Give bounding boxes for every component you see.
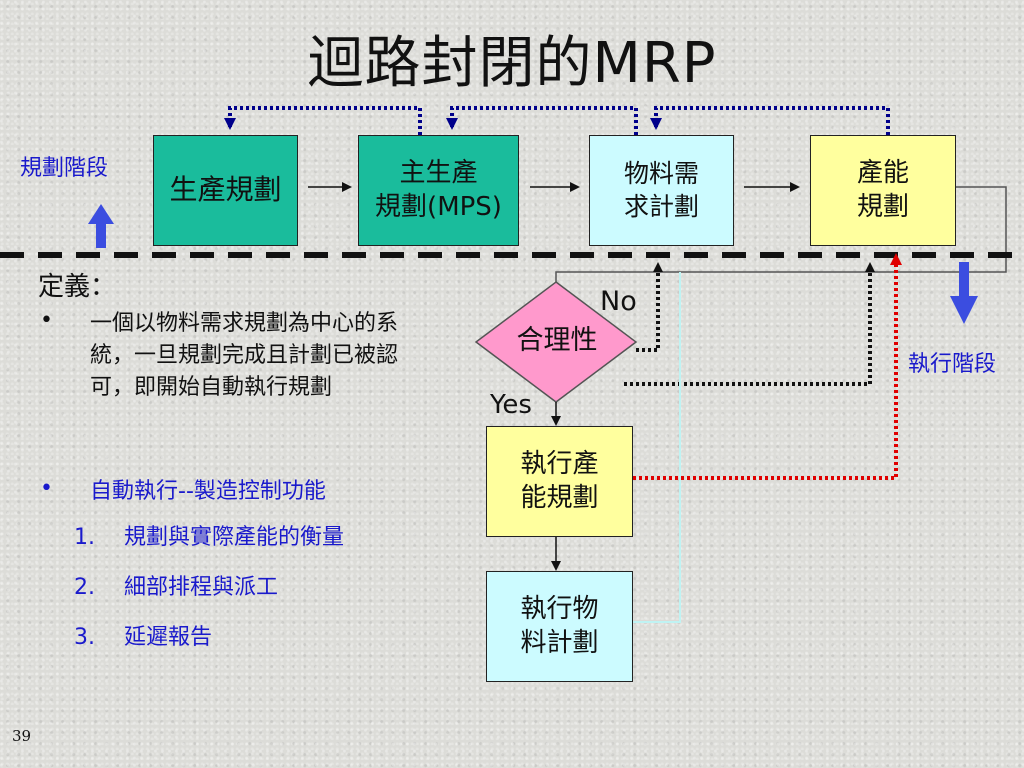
production-planning-box: 生產規劃: [153, 135, 298, 246]
no-feedback-arrow: [636, 262, 663, 352]
capacity-planning-box: 產能 規劃: [810, 135, 956, 246]
execution-down-arrow: [950, 262, 978, 324]
bullet-2-marker: •: [40, 476, 53, 501]
list-item: 2. 細部排程與派工: [74, 569, 278, 601]
feedback-arrow-mrp-to-mps: [446, 106, 638, 135]
list-item-text: 規劃與實際產能的衡量: [124, 525, 345, 550]
feedback-arrow-mps-to-prod: [224, 106, 422, 135]
exec-material-loop-line: [633, 272, 681, 623]
exec-capacity-label-line2: 能規劃: [520, 482, 599, 513]
execution-phase-label: 執行階段: [908, 352, 997, 377]
bullet-1-marker: •: [40, 308, 53, 333]
feedback-arrow-cap-to-mrp: [650, 106, 890, 135]
definition-bullet-2: 自動執行--製造控制功能: [90, 479, 326, 504]
no-label: No: [600, 286, 637, 317]
definition-heading: 定義：: [38, 272, 117, 302]
definition-bullet-1: 一個以物料需求規劃為中心的系統，一旦規劃完成且計劃已被認可，即開始自動執行規劃: [90, 311, 399, 400]
page-title: 迴路封閉的MRP: [307, 31, 717, 96]
connector-cap-to-decision: [555, 186, 1007, 288]
decision-label: 合理性: [516, 325, 598, 356]
list-item-text: 延遲報告: [124, 625, 213, 650]
list-item-number: 1.: [74, 525, 95, 550]
list-item: 3. 延遲報告: [74, 619, 212, 651]
capacity-label-line2: 規劃: [856, 191, 909, 222]
exec-capacity-feedback-arrow: [633, 253, 902, 480]
exec-capacity-box: 執行產 能規劃: [486, 426, 633, 537]
capacity-label-line1: 產能: [856, 157, 909, 188]
list-item-number: 2.: [74, 575, 95, 600]
mps-box: 主生產 規劃(MPS): [358, 135, 519, 246]
decision-to-capacity-arrow: [624, 262, 875, 386]
mps-label-line1: 主生產: [399, 157, 478, 188]
mrp-box: 物料需 求計劃: [589, 135, 734, 246]
page-number: 39: [12, 727, 32, 745]
planning-up-arrow: [88, 204, 114, 248]
mps-label-line2: 規劃(MPS): [375, 191, 502, 222]
list-item-text: 細部排程與派工: [124, 575, 279, 600]
mrp-label-line1: 物料需: [623, 159, 699, 188]
exec-material-box: 執行物 料計劃: [486, 571, 633, 682]
exec-capacity-label-line1: 執行產: [520, 448, 599, 479]
planning-phase-label: 規劃階段: [20, 156, 109, 181]
mrp-label-line2: 求計劃: [623, 191, 699, 221]
yes-label: Yes: [490, 390, 532, 420]
production-planning-label: 生產規劃: [169, 173, 282, 207]
exec-material-label-line2: 料計劃: [520, 627, 599, 658]
list-item-number: 3.: [74, 625, 95, 650]
list-item: 1. 規劃與實際產能的衡量: [74, 519, 344, 551]
feedback-arrows-top: [224, 106, 890, 135]
exec-material-label-line1: 執行物: [520, 593, 599, 624]
